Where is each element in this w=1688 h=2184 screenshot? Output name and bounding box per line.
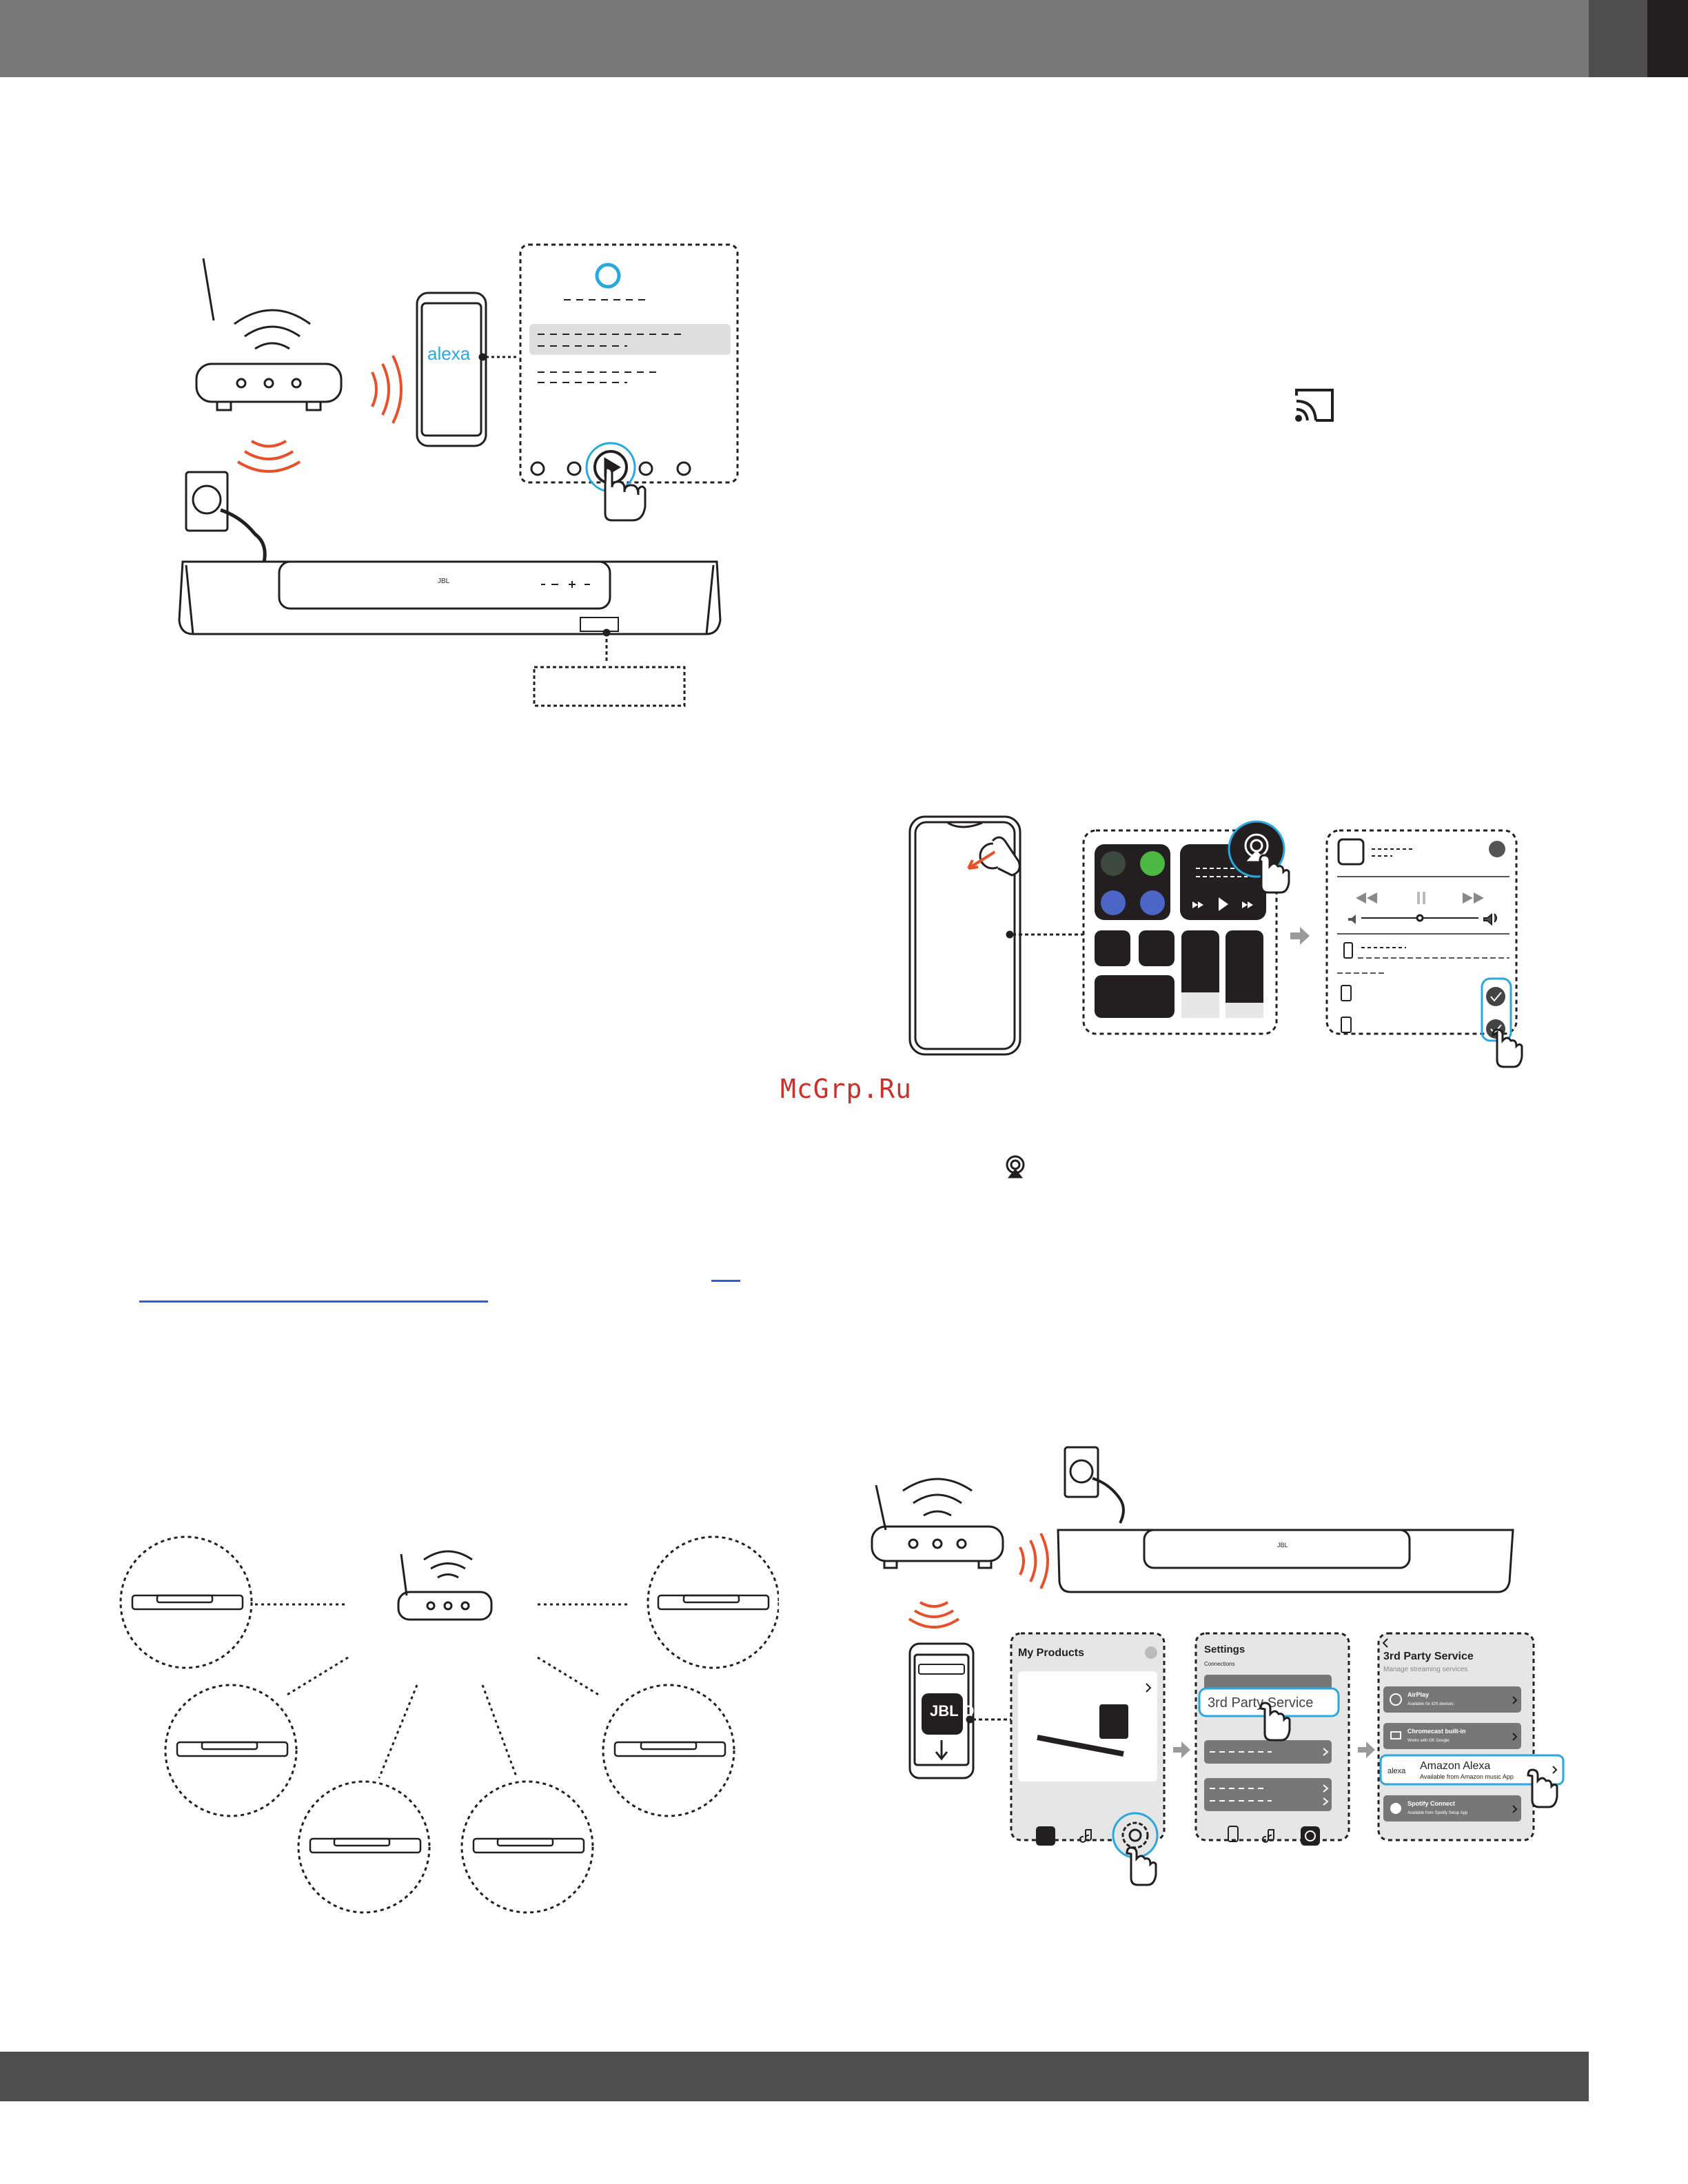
- cast-icon: [1295, 389, 1334, 422]
- settings-title: Settings: [1204, 1644, 1245, 1655]
- service-name-alexa: Amazon Alexa: [1420, 1760, 1490, 1772]
- third-party-title: 3rd Party Service: [1383, 1651, 1474, 1662]
- settings-section: Connections: [1204, 1661, 1234, 1667]
- airplay-illustration: [908, 815, 1523, 1068]
- svg-text:JBL: JBL: [1277, 1542, 1288, 1549]
- fast-forward-icon[interactable]: [1463, 892, 1484, 904]
- page-footer-bar: [0, 2052, 1589, 2101]
- third-party-subtitle: Manage streaming services: [1383, 1666, 1467, 1673]
- link-underline-short[interactable]: [711, 1280, 740, 1282]
- header-accent-block-dark: [1647, 0, 1688, 77]
- multiroom-illustration: [119, 1535, 779, 1914]
- service-desc-airplay: Available for iOS devices: [1407, 1702, 1454, 1706]
- jbl-one-app-icon: JBL ONE: [930, 1702, 995, 1719]
- airplay-icon: [1006, 1155, 1025, 1178]
- alexa-app-logo: alexa: [427, 343, 471, 364]
- svg-text:JBL: JBL: [438, 578, 450, 585]
- service-name-airplay: AirPlay: [1407, 1691, 1429, 1698]
- page-header-bar: [0, 0, 1688, 77]
- service-desc-spotify: Available from Spotify Setup App: [1407, 1811, 1468, 1815]
- router-icon: [195, 258, 343, 411]
- link-underline[interactable]: [139, 1300, 488, 1303]
- rewind-icon[interactable]: [1356, 892, 1377, 904]
- service-name-spotify: Spotify Connect: [1407, 1800, 1455, 1807]
- alexa-ring-icon: [595, 263, 621, 289]
- airplay-icon: [1390, 1693, 1402, 1706]
- soundbar-icon: JBL: [1057, 1529, 1514, 1593]
- alexa-logo-icon: alexa: [1387, 1767, 1406, 1775]
- my-products-title: My Products: [1018, 1647, 1084, 1659]
- service-desc-alexa: Available from Amazon music App: [1420, 1773, 1514, 1780]
- soundbar-icon: [131, 1594, 770, 1854]
- pause-icon[interactable]: [1417, 892, 1425, 904]
- service-name-chromecast: Chromecast built-in: [1407, 1728, 1466, 1735]
- soundbar-icon: JBL: [178, 560, 722, 635]
- volume-icon[interactable]: [1348, 915, 1356, 924]
- spotify-icon: [1390, 1803, 1401, 1814]
- alexa-illustration: alexa JBL: [178, 243, 739, 707]
- cast-icon: [1390, 1731, 1401, 1739]
- third-party-service-item: 3rd Party Service: [1208, 1695, 1313, 1711]
- header-accent-block: [1589, 0, 1647, 77]
- service-desc-chromecast: Works with OK Google: [1407, 1739, 1450, 1743]
- router-icon: [871, 1478, 1004, 1569]
- router-icon: [397, 1550, 493, 1621]
- jbl-one-illustration: JBL JBL ONE My Products Settings Connect…: [871, 1446, 1565, 1886]
- watermark: McGrp.Ru: [780, 1074, 913, 1104]
